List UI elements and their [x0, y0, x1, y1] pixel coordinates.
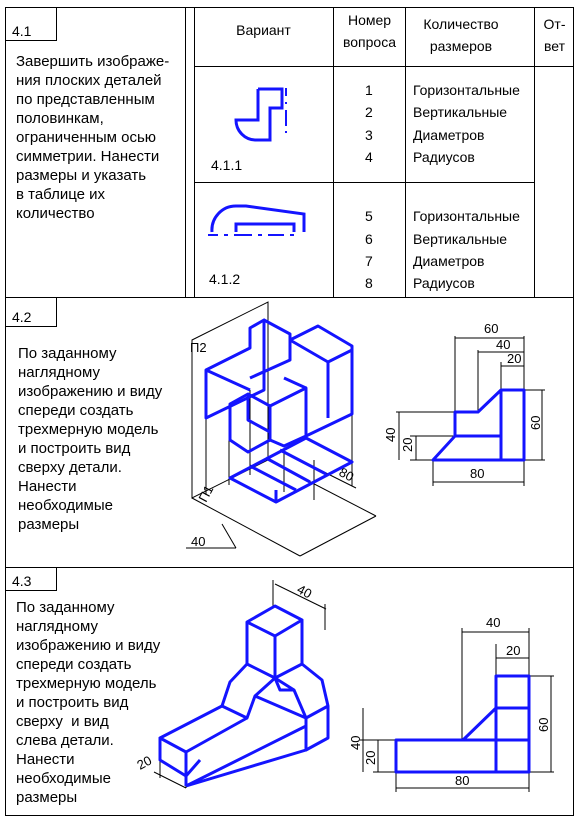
- header-question-no: Номер вопроса: [342, 12, 396, 50]
- table-col-divider-1: [333, 7, 334, 298]
- section-4-2-number-box: [5, 297, 57, 327]
- front-dim-left-20: 20: [400, 438, 415, 452]
- item-8: Радиусов: [413, 275, 475, 291]
- front-dim-60: 60: [484, 321, 498, 336]
- question-8: 8: [365, 275, 373, 291]
- iso43-dim-40: 40: [295, 581, 315, 601]
- question-6: 6: [365, 231, 373, 247]
- iso-dim-80: 80: [337, 464, 357, 484]
- section-4-1-number-box: [5, 7, 57, 41]
- question-2: 2: [365, 104, 373, 120]
- table-row-divider: [194, 182, 535, 183]
- front43-dim-right-60: 60: [536, 718, 551, 732]
- table-header-line: [194, 66, 574, 67]
- item-2: Вертикальные: [413, 104, 508, 120]
- table-left-divider: [185, 7, 186, 298]
- front43-dim-left-20: 20: [363, 751, 378, 765]
- header-count: Количество размеров: [423, 16, 499, 54]
- front43-dim-80: 80: [455, 773, 469, 788]
- section-4-2-number: 4.2: [12, 309, 32, 325]
- section-4-2-task-text: По заданному наглядному изображению и ви…: [18, 345, 163, 533]
- section-4-3-number: 4.3: [12, 573, 32, 589]
- question-7: 7: [365, 253, 373, 269]
- iso43-dim-20: 20: [134, 753, 154, 773]
- section-4-1-number: 4.1: [12, 23, 32, 39]
- item-7: Диаметров: [413, 253, 485, 269]
- front-dim-80: 80: [470, 466, 484, 481]
- item-6: Вертикальные: [413, 231, 508, 247]
- table-col-divider-3: [534, 7, 535, 298]
- variant-4-1-1-label: 4.1.1: [211, 157, 243, 173]
- item-4: Радиусов: [413, 149, 475, 165]
- item-1: Горизонтальные: [413, 82, 520, 98]
- header-variant: Вариант: [236, 22, 291, 38]
- section-4-3: [5, 567, 574, 816]
- question-1: 1: [365, 82, 373, 98]
- section-4-1-task-text: Завершить изображе- ния плоских деталей …: [16, 53, 170, 222]
- question-4: 4: [365, 149, 373, 165]
- section-4-3-task-text: По заданному наглядному изображению и ви…: [16, 599, 161, 806]
- item-5: Горизонтальные: [413, 208, 520, 224]
- variant-4-1-2-label: 4.1.2: [209, 271, 241, 287]
- table-left-divider-2: [194, 7, 195, 298]
- front43-dim-40: 40: [486, 615, 500, 630]
- plane-label-p1: П1: [195, 483, 216, 505]
- section-4-3-number-box: [5, 567, 57, 591]
- front-dim-right-60: 60: [528, 416, 543, 430]
- iso-dim-40: 40: [191, 534, 205, 549]
- front-dim-left-40: 40: [383, 428, 398, 442]
- front43-dim-20: 20: [506, 643, 520, 658]
- header-answer: От- вет: [543, 16, 566, 54]
- question-5: 5: [365, 208, 373, 224]
- front43-dim-left-40: 40: [348, 736, 363, 750]
- question-3: 3: [365, 127, 373, 143]
- front-dim-40: 40: [496, 337, 510, 352]
- front-dim-20: 20: [507, 351, 521, 366]
- item-3: Диаметров: [413, 127, 485, 143]
- table-col-divider-2: [405, 7, 406, 298]
- plane-label-p2: П2: [190, 340, 207, 355]
